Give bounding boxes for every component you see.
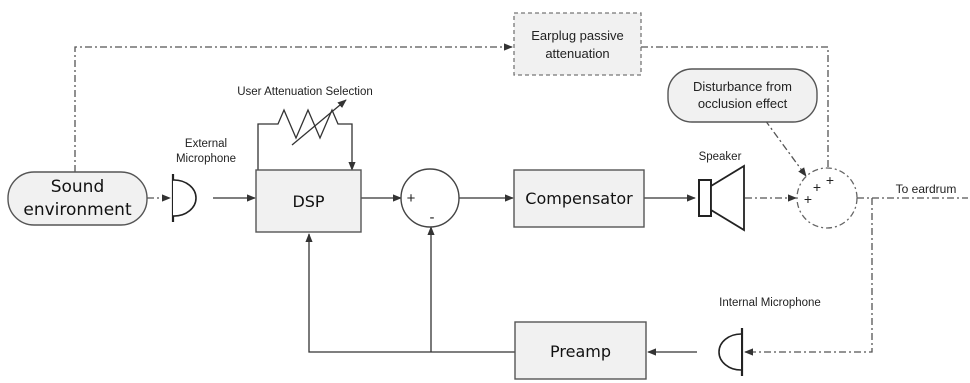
preamp-label: Preamp [550, 342, 611, 361]
user-attenuation-label: User Attenuation Selection [237, 86, 373, 98]
compensator-block: Compensator [513, 169, 645, 228]
disturbance-line1: Disturbance from [693, 79, 792, 94]
earplug-block: Earplug passive attenuation [513, 12, 642, 76]
internal-microphone-label: Internal Microphone [719, 297, 821, 309]
wire-disturbance-to-sum [764, 119, 807, 177]
internal-microphone-icon [718, 333, 742, 371]
wire-sum-to-internal-mic [744, 198, 873, 356]
to-eardrum-label: To eardrum [896, 182, 957, 196]
external-microphone: External Microphone [171, 138, 236, 222]
speaker: Speaker [698, 151, 745, 232]
preamp-block: Preamp [514, 321, 647, 380]
dsp-block: DSP [255, 169, 362, 233]
disturbance-line2: occlusion effect [698, 96, 788, 111]
sound-environment-block: Sound environment [7, 171, 148, 226]
external-microphone-label-line1: External [185, 138, 227, 150]
compensator-label: Compensator [525, 189, 633, 208]
dsp-label: DSP [292, 192, 324, 211]
subtractor-plus: + [407, 190, 416, 207]
sum-plus-1: + [813, 179, 821, 195]
summing-node: + + + [796, 167, 858, 229]
sum-plus-2: + [826, 172, 834, 188]
wire-attenuation-loop [257, 108, 356, 171]
wire-sound-to-earplug [74, 43, 513, 172]
subtractor-minus: - [430, 209, 435, 226]
sound-environment-line1: Sound [51, 177, 105, 197]
variable-resistor-arrow [291, 99, 347, 146]
internal-microphone: Internal Microphone [718, 297, 821, 376]
earplug-line1: Earplug passive [531, 28, 624, 43]
external-microphone-label-line2: Microphone [176, 153, 236, 165]
sound-environment-line2: environment [23, 200, 132, 220]
wire-preamp-feedback [305, 233, 515, 353]
speaker-icon [710, 164, 745, 232]
wire-earplug-to-sum [641, 46, 832, 177]
subtractor-node: + - [400, 168, 460, 228]
speaker-label: Speaker [699, 151, 742, 163]
sum-plus-3: + [804, 191, 812, 207]
earplug-line2: attenuation [545, 46, 609, 61]
disturbance-block: Disturbance from occlusion effect [667, 68, 818, 123]
